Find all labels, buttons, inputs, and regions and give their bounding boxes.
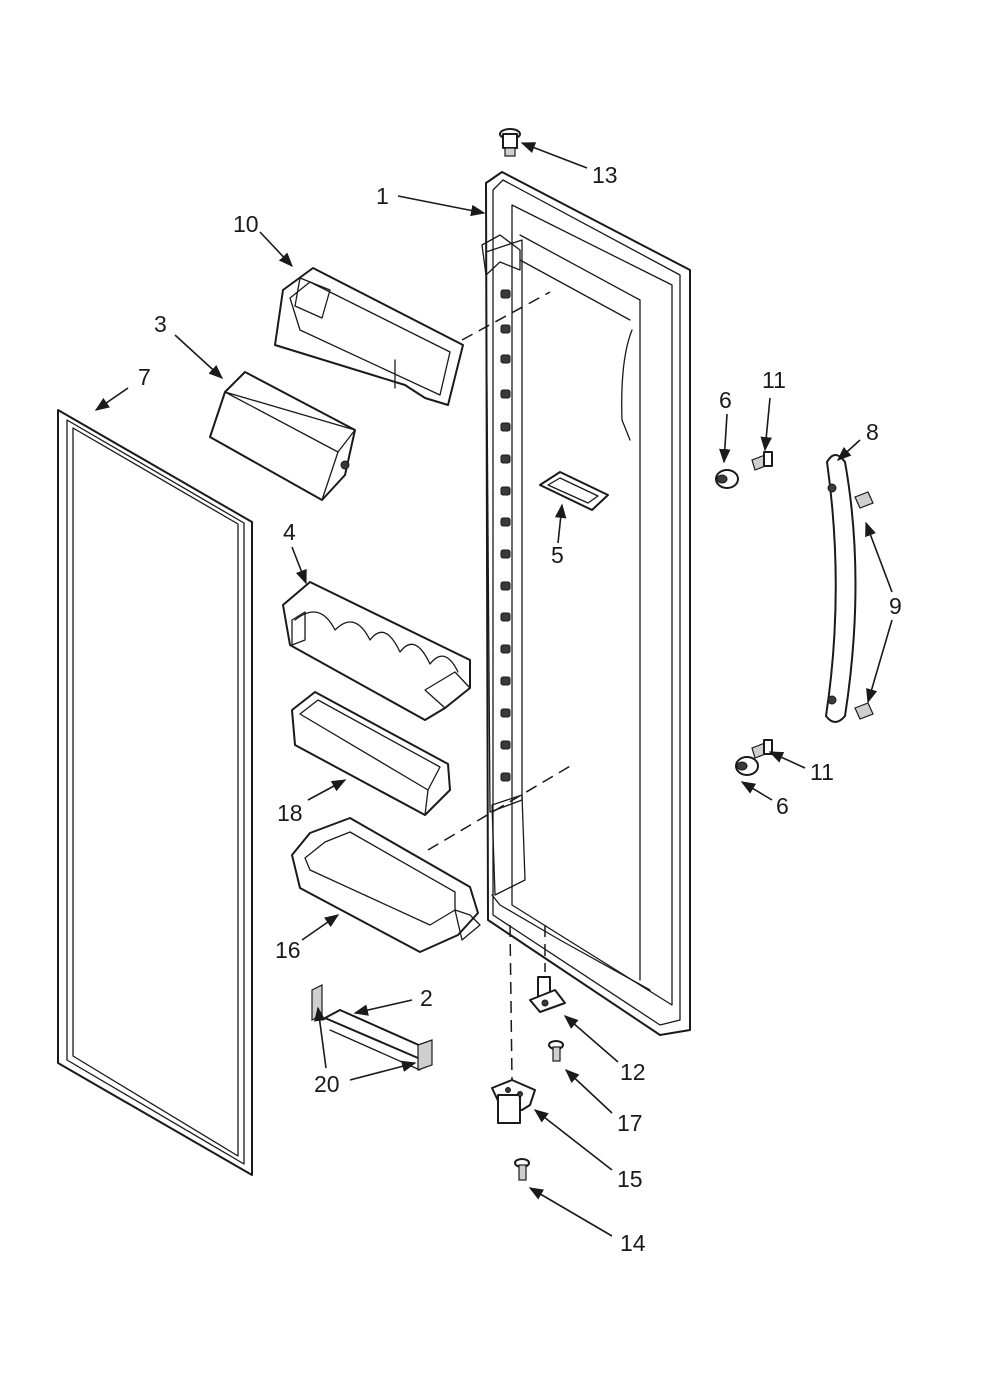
handle-mount-screws: [751, 451, 773, 759]
callout-15: 15: [617, 1166, 643, 1192]
shelf-rail-slots: [500, 289, 511, 782]
door-gasket: [57, 409, 253, 1176]
door-bin-large: [291, 817, 481, 953]
callout-17: 17: [617, 1110, 643, 1136]
hinge-bracket: [491, 1079, 536, 1124]
callout-3: 3: [154, 311, 167, 337]
door-bin-small: [291, 691, 451, 816]
leader-arrows: [94, 142, 893, 1237]
callout-9: 9: [889, 593, 902, 619]
callout-8: 8: [866, 419, 879, 445]
callout-6-lower: 6: [776, 793, 789, 819]
callout-12: 12: [620, 1059, 646, 1085]
callout-5: 5: [551, 542, 564, 568]
hinge-pin-bushing: [499, 128, 521, 157]
callout-13: 13: [592, 162, 618, 188]
bracket-screw: [514, 1158, 530, 1181]
handle-mounting-posts: [715, 469, 759, 776]
callout-10: 10: [233, 211, 259, 237]
callout-4: 4: [283, 519, 296, 545]
door-liner: [481, 171, 691, 1036]
dairy-door: [274, 267, 464, 406]
handle-set-screws: [854, 491, 874, 720]
callout-16: 16: [275, 937, 301, 963]
callout-2: 2: [420, 985, 433, 1011]
callout-7: 7: [138, 364, 151, 390]
callout-1: 1: [376, 183, 389, 209]
bottom-hinge: [529, 976, 566, 1013]
door-handle: [825, 454, 857, 723]
callout-20: 20: [314, 1071, 340, 1097]
callout-11-lower: 11: [810, 759, 834, 785]
can-rack-shelf: [282, 581, 471, 721]
door-tray: [539, 471, 609, 511]
dairy-bin: [209, 371, 356, 501]
callout-6-upper: 6: [719, 387, 732, 413]
callout-14: 14: [620, 1230, 646, 1256]
callout-labels: 1 2 3 4 5 6 6 7 8 9 10 11 11 12 13 14 15…: [138, 162, 902, 1256]
bin-rail: [324, 1009, 431, 1071]
callout-11-upper: 11: [762, 367, 786, 393]
callout-18: 18: [277, 800, 303, 826]
assembly-alignment-lines: [427, 291, 573, 1081]
hinge-screw: [548, 1040, 564, 1062]
